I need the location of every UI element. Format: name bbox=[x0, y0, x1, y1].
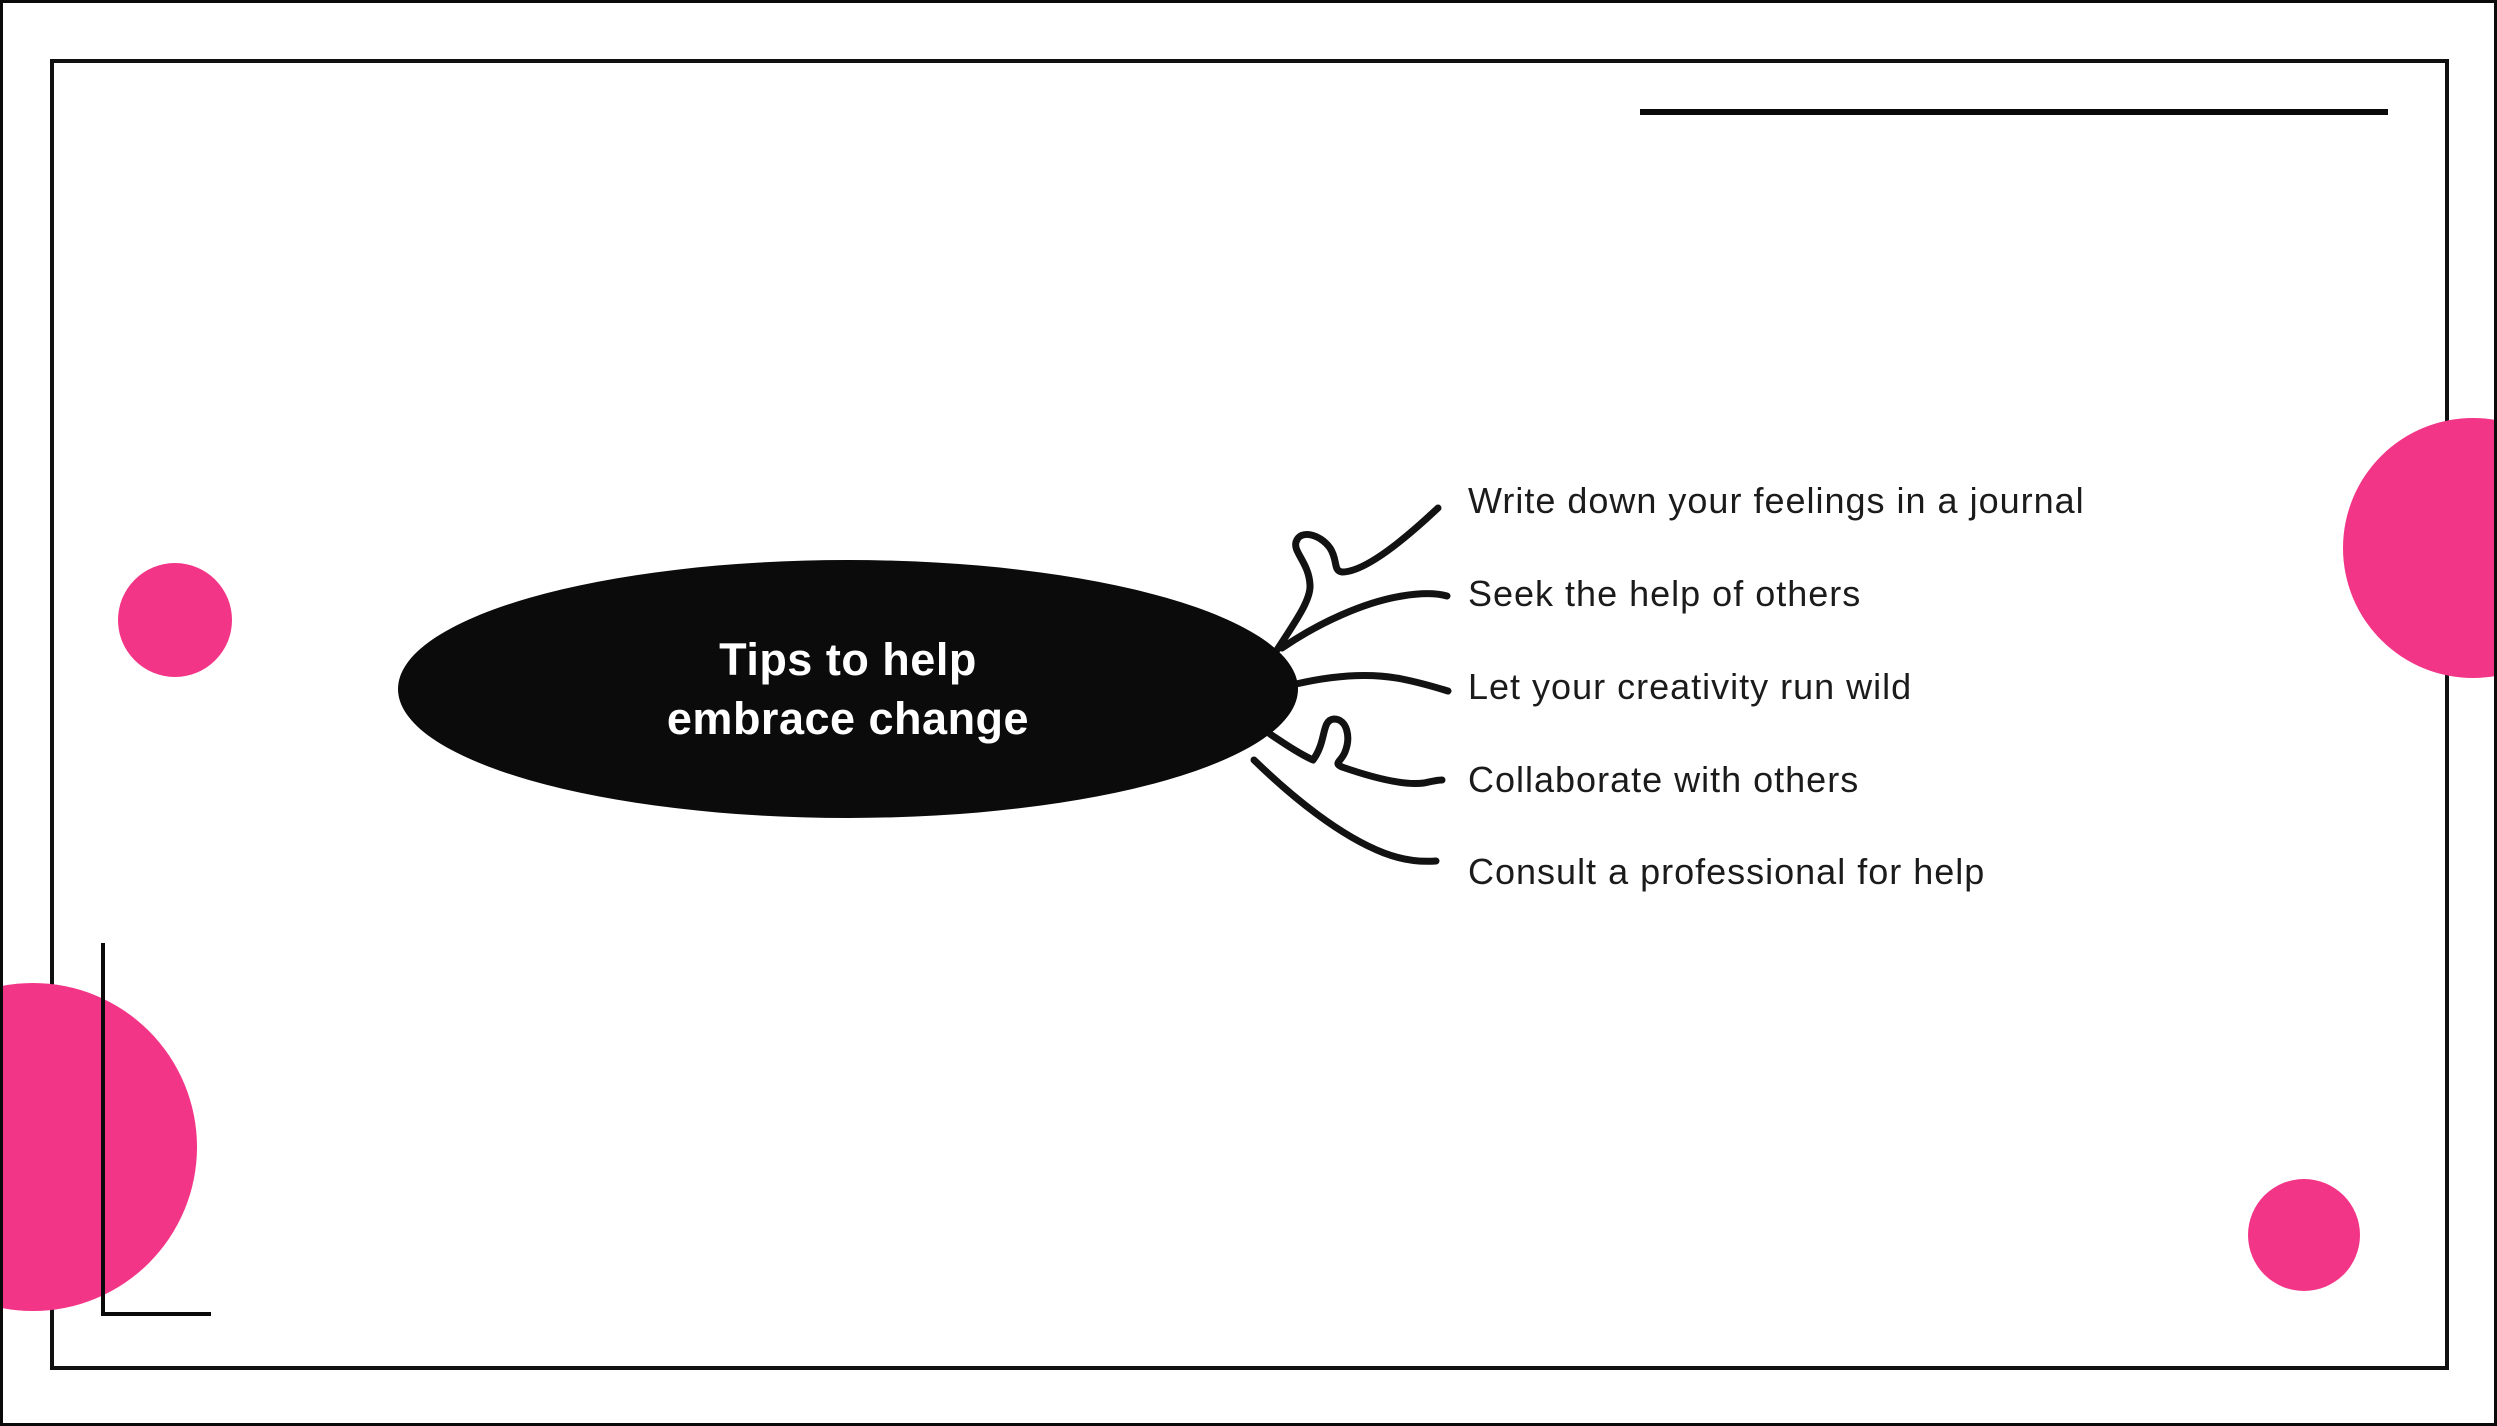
central-topic-title-line2: embrace change bbox=[666, 693, 1030, 744]
top-right-accent-line bbox=[1640, 109, 2388, 115]
branch-curve-3 bbox=[1292, 672, 1452, 695]
branch-curve-2 bbox=[1278, 590, 1451, 652]
inner-frame-border bbox=[50, 59, 2449, 1370]
bottom-left-accent-line-horizontal bbox=[101, 1312, 211, 1316]
branch-label-journal: Write down your feelings in a journal bbox=[1468, 480, 2085, 521]
bottom-left-accent-line-vertical bbox=[101, 943, 105, 1316]
pink-circle-left bbox=[118, 563, 232, 677]
branch-label-collaborate: Collaborate with others bbox=[1468, 759, 1860, 800]
pink-circle-bottom-right bbox=[2248, 1179, 2360, 1291]
central-topic-title: Tips to help embrace change bbox=[667, 630, 1029, 748]
branch-label-professional: Consult a professional for help bbox=[1468, 851, 1986, 892]
central-topic-title-line1: Tips to help bbox=[719, 634, 977, 685]
branch-label-seek-help: Seek the help of others bbox=[1468, 573, 1862, 614]
branch-curve-1 bbox=[1273, 504, 1442, 654]
branch-label-creativity: Let your creativity run wild bbox=[1468, 666, 1913, 707]
branch-curve-4 bbox=[1266, 715, 1446, 788]
branch-curve-5 bbox=[1250, 756, 1440, 865]
central-topic-ellipse: Tips to help embrace change bbox=[398, 560, 1298, 818]
